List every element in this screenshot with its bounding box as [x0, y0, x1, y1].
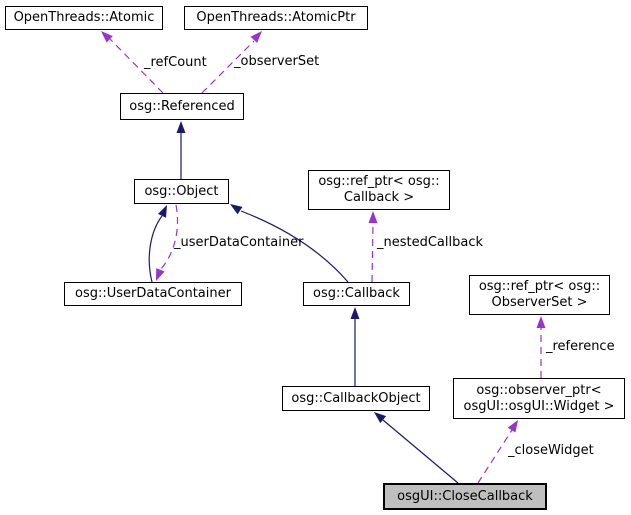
node-label: osg::Callback [313, 286, 400, 301]
edge-label-closewidget: _closeWidget [508, 443, 594, 458]
node-osg-callback[interactable]: osg::Callback [303, 282, 410, 306]
node-label: osg::UserDataContainer [75, 286, 231, 301]
edge-callback-to-object [240, 210, 349, 283]
node-label: osg::Referenced [129, 98, 235, 114]
node-osg-referenced[interactable]: osg::Referenced [120, 93, 244, 120]
node-openthreads-atomicptr[interactable]: OpenThreads::AtomicPtr [184, 6, 368, 30]
arrowhead-referenced-to-atomicptr [250, 31, 262, 43]
node-label-line2: osgUI::osgUI::Widget > [463, 398, 615, 414]
edge-callback-to-refptr-callback [371, 222, 374, 283]
edge-object-to-userdatacontainer [159, 204, 179, 271]
node-osg-refptr-callback[interactable]: osg::ref_ptr< osg:: Callback > [308, 170, 450, 210]
edge-referenced-to-atomic [109, 38, 164, 94]
arrowhead-observerptr-to-refptr-observerset [536, 316, 546, 328]
edge-closecallback-to-observerptr [477, 429, 513, 484]
node-label: osg::Object [144, 183, 219, 199]
arrowhead-closecallback-to-callbackobject [374, 412, 387, 424]
node-label: osgUI::CloseCallback [397, 488, 533, 504]
edge-label-nestedcallback: _nestedCallback [377, 235, 484, 250]
node-label: OpenThreads::Atomic [13, 10, 155, 25]
edge-label-userdatacontainer: _userDataContainer [174, 235, 304, 250]
edge-referenced-to-atomicptr [201, 40, 255, 94]
node-label-line2: ObserverSet > [491, 295, 588, 310]
arrowhead-object-to-userdatacontainer [156, 268, 165, 281]
node-osgui-closecallback[interactable]: osgUI::CloseCallback [383, 483, 547, 510]
arrowhead-callback-to-refptr-callback [368, 211, 378, 223]
arrowhead-closecallback-to-observerptr [507, 420, 518, 433]
edge-label-observerset: _observerSet [234, 54, 320, 69]
node-osg-callbackobject[interactable]: osg::CallbackObject [282, 386, 430, 411]
node-openthreads-atomic[interactable]: OpenThreads::Atomic [5, 6, 163, 30]
node-label-line2: Callback > [343, 190, 415, 205]
arrowhead-callback-to-object [230, 204, 243, 215]
node-osg-observerptr-widget[interactable]: osg::observer_ptr< osgUI::osgUI::Widget … [453, 378, 625, 419]
edge-userdatacontainer-to-object [148, 215, 163, 283]
arrowhead-referenced-to-atomic [101, 31, 113, 43]
node-label: osg::CallbackObject [291, 390, 421, 406]
edge-closecallback-to-callbackobject [382, 419, 459, 484]
node-label-line1: osg::ref_ptr< osg:: [318, 174, 440, 189]
node-label-line1: osg::observer_ptr< [476, 382, 602, 398]
edge-label-reference: _reference [546, 339, 615, 354]
arrowhead-userdatacontainer-to-object [158, 205, 167, 218]
node-label: OpenThreads::AtomicPtr [196, 10, 356, 25]
arrowhead-object-to-referenced [176, 121, 186, 133]
node-label-line1: osg::ref_ptr< osg:: [478, 279, 601, 294]
node-osg-refptr-observerset[interactable]: osg::ref_ptr< osg:: ObserverSet > [469, 275, 610, 315]
node-osg-object[interactable]: osg::Object [134, 179, 229, 204]
node-osg-userdatacontainer[interactable]: osg::UserDataContainer [64, 282, 242, 306]
edge-label-refcount: _refCount [144, 55, 207, 70]
arrowhead-callbackobject-to-callback [350, 307, 360, 319]
